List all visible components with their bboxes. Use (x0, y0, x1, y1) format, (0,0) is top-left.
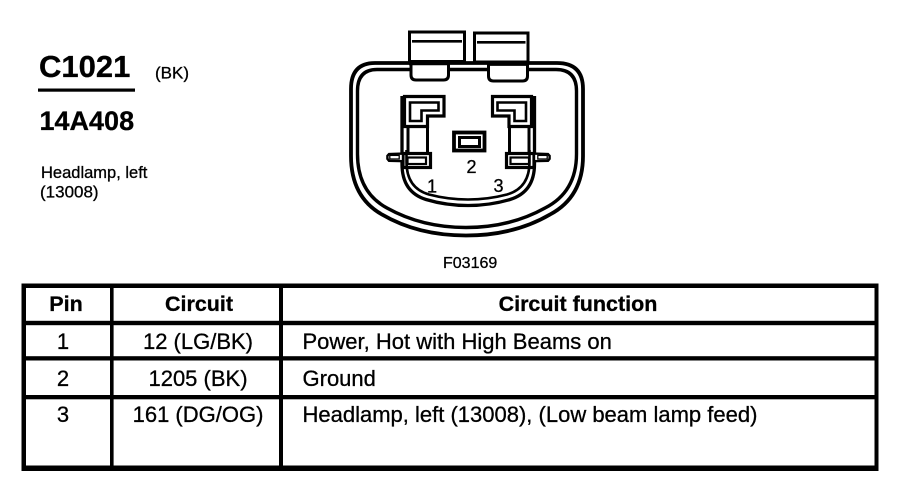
svg-text:Headlamp, left: Headlamp, left (41, 164, 148, 182)
svg-text:Circuit function: Circuit function (499, 292, 658, 316)
svg-text:14A408: 14A408 (40, 106, 135, 136)
svg-text:Circuit: Circuit (165, 292, 233, 316)
svg-text:Power, Hot with High Beams on: Power, Hot with High Beams on (303, 329, 612, 354)
svg-text:Ground: Ground (303, 366, 376, 391)
svg-text:Pin: Pin (49, 292, 82, 316)
svg-text:1: 1 (427, 177, 437, 197)
svg-text:3: 3 (493, 176, 503, 196)
svg-text:F03169: F03169 (443, 255, 497, 272)
svg-text:1: 1 (57, 329, 69, 354)
svg-text:1205 (BK): 1205 (BK) (148, 366, 247, 391)
svg-text:161 (DG/OG): 161 (DG/OG) (133, 402, 264, 427)
svg-text:2: 2 (57, 366, 69, 391)
svg-text:3: 3 (57, 402, 69, 427)
svg-text:(13008): (13008) (40, 183, 99, 202)
svg-text:(BK): (BK) (155, 64, 189, 83)
svg-text:12 (LG/BK): 12 (LG/BK) (143, 329, 253, 354)
svg-text:Headlamp, left (13008), (Low b: Headlamp, left (13008), (Low beam lamp f… (303, 402, 758, 427)
svg-text:2: 2 (466, 157, 476, 177)
svg-text:C1021: C1021 (39, 49, 130, 84)
